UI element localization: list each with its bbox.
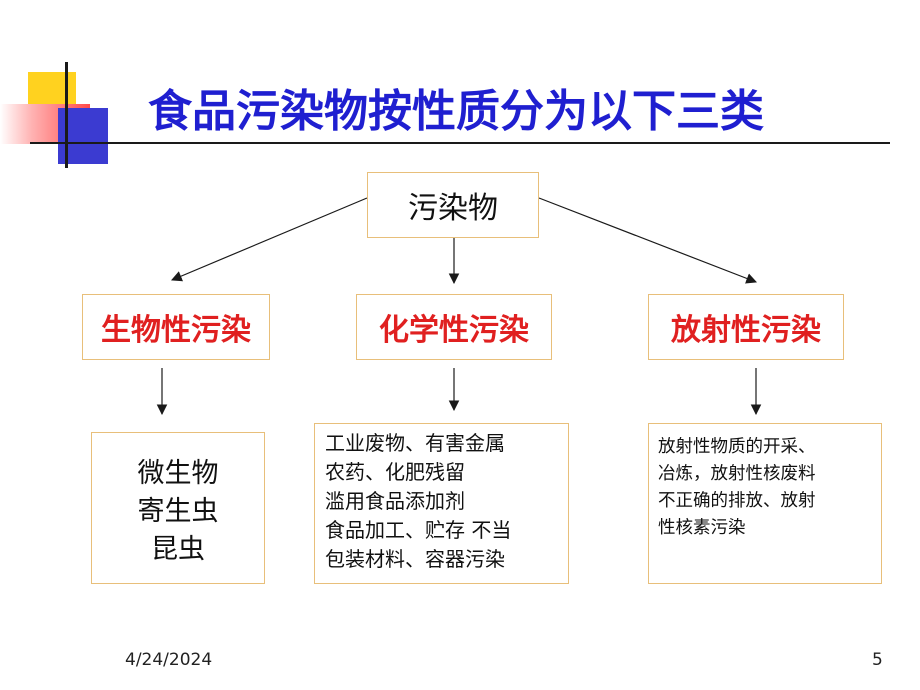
detail-line: 微生物 xyxy=(137,458,219,489)
detail-box-biological: 微生物 寄生虫 昆虫 xyxy=(91,432,265,584)
detail-line: 冶炼，放射性核废料 xyxy=(658,464,816,484)
detail-line: 昆虫 xyxy=(151,534,205,565)
root-node-label: 污染物 xyxy=(408,191,498,226)
detail-line: 寄生虫 xyxy=(137,496,219,527)
title-underline xyxy=(30,142,890,144)
detail-box-radioactive: 放射性物质的开采、 冶炼，放射性核废料 不正确的排放、放射 性核素污染 xyxy=(648,423,882,584)
detail-line: 不正确的排放、放射 xyxy=(658,491,816,511)
category-label: 放射性污染 xyxy=(671,313,821,348)
category-node-biological: 生物性污染 xyxy=(82,294,270,360)
arrow-root-to-bio xyxy=(171,197,368,282)
detail-line: 放射性物质的开采、 xyxy=(658,437,816,457)
page-number: 5 xyxy=(872,650,883,670)
category-node-radioactive: 放射性污染 xyxy=(648,294,844,360)
detail-line: 性核素污染 xyxy=(658,518,746,538)
slide-title: 食品污染物按性质分为以下三类 xyxy=(148,86,764,137)
detail-line: 滥用食品添加剂 xyxy=(325,489,465,513)
decor-vertical-line xyxy=(65,62,68,168)
detail-line: 食品加工、贮存 不当 xyxy=(325,518,512,542)
root-node: 污染物 xyxy=(367,172,539,238)
category-node-chemical: 化学性污染 xyxy=(356,294,552,360)
footer-date: 4/24/2024 xyxy=(125,650,213,670)
category-label: 生物性污染 xyxy=(101,313,251,348)
detail-box-chemical: 工业废物、有害金属 农药、化肥残留 滥用食品添加剂 食品加工、贮存 不当 包装材… xyxy=(314,423,569,584)
category-label: 化学性污染 xyxy=(379,313,529,348)
arrow-root-to-rad xyxy=(538,197,758,284)
detail-line: 包装材料、容器污染 xyxy=(325,547,505,571)
detail-line: 农药、化肥残留 xyxy=(325,460,465,484)
detail-line: 工业废物、有害金属 xyxy=(325,431,505,455)
